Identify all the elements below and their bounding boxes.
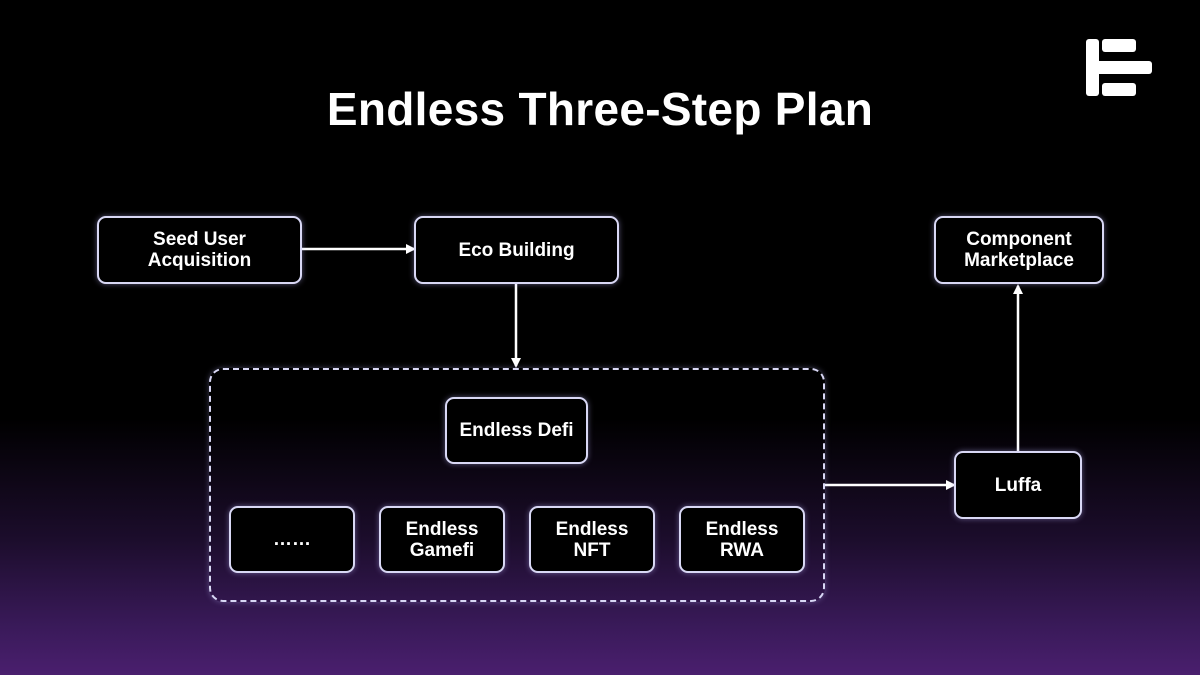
node-endless-rwa: Endless RWA (679, 506, 805, 573)
node-seed-user-acquisition: Seed User Acquisition (97, 216, 302, 284)
ecosystem-group (209, 368, 825, 602)
node-endless-defi: Endless Defi (445, 397, 588, 464)
page-title: Endless Three-Step Plan (326, 83, 874, 135)
node-more: …… (229, 506, 355, 573)
node-luffa: Luffa (954, 451, 1082, 519)
node-component-marketplace: Component Marketplace (934, 216, 1104, 284)
node-endless-nft: Endless NFT (529, 506, 655, 573)
node-eco-building: Eco Building (414, 216, 619, 284)
endless-logo-icon (1086, 39, 1152, 96)
node-endless-gamefi: Endless Gamefi (379, 506, 505, 573)
